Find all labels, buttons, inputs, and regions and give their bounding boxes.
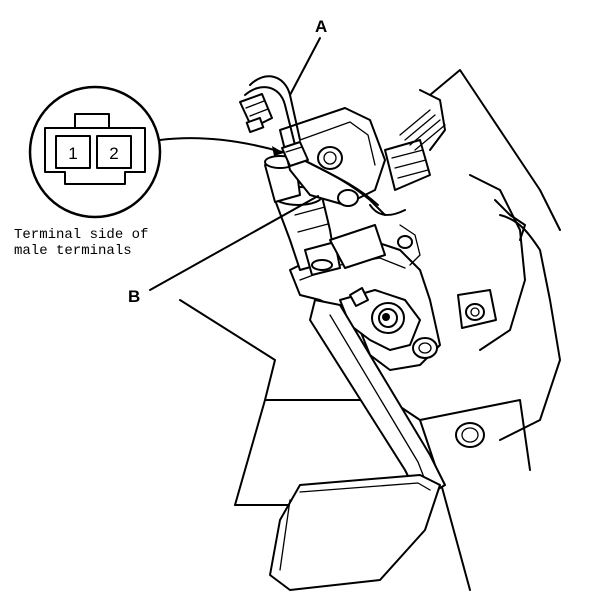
pedal-pad [269, 474, 441, 591]
connector-a [239, 93, 273, 134]
caption-line-1: Terminal side of [14, 227, 148, 243]
firewall-bracket [429, 69, 561, 448]
caption-line-2: male terminals [14, 243, 132, 259]
terminal-2-cavity [96, 135, 132, 169]
callout-a: A [315, 17, 327, 36]
terminal-2-label: 2 [109, 144, 118, 163]
mount-hole [455, 422, 485, 448]
leader-line-b [149, 195, 319, 291]
floor-outline [179, 299, 531, 591]
terminal-1-cavity [55, 135, 91, 169]
harness-bracket [244, 75, 446, 216]
connector-inset: 1 2 [28, 85, 162, 219]
callout-b: B [128, 287, 140, 306]
connector-b [281, 141, 309, 167]
leader-line-connector [159, 137, 283, 153]
leader-arrowhead [272, 146, 284, 156]
leader-line-a [289, 37, 321, 96]
connector-latch [74, 113, 110, 129]
terminal-1-label: 1 [68, 144, 77, 163]
